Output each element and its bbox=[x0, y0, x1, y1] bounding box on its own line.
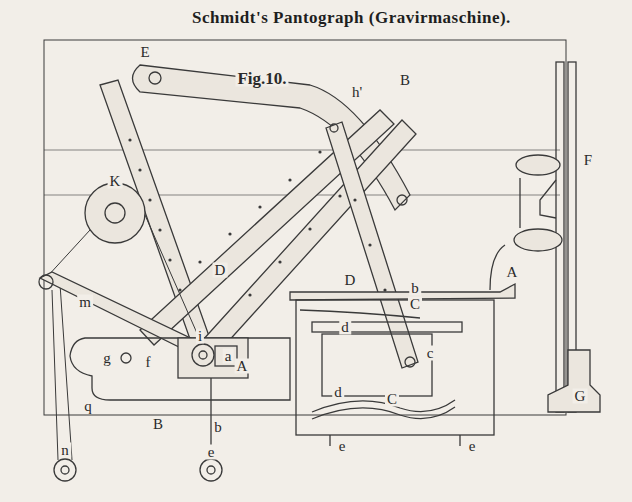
bar bbox=[192, 120, 416, 366]
guide-line bbox=[44, 150, 560, 151]
foot bbox=[459, 435, 460, 446]
part-letter: B bbox=[151, 417, 165, 432]
part-letter: e bbox=[206, 445, 217, 460]
table-plate bbox=[312, 322, 462, 332]
part-letter: c bbox=[425, 346, 436, 361]
pulley-hub bbox=[105, 203, 125, 223]
part-letter: F bbox=[582, 153, 594, 168]
pulley bbox=[54, 459, 76, 481]
table-top bbox=[290, 284, 515, 300]
belt bbox=[60, 284, 72, 460]
part-letter: q bbox=[82, 399, 94, 414]
part-letter: d bbox=[332, 385, 344, 400]
part-letter: n bbox=[59, 443, 71, 458]
part-letter: d bbox=[339, 320, 351, 335]
part-letter: D bbox=[213, 263, 228, 278]
arm bbox=[490, 245, 505, 290]
spool bbox=[516, 155, 560, 175]
part-letter: D bbox=[343, 273, 358, 288]
part-letter: A bbox=[235, 359, 250, 374]
part-letter: h' bbox=[350, 85, 364, 100]
part-letter: A bbox=[505, 265, 520, 280]
part-letter: K bbox=[108, 174, 123, 189]
curve-guide bbox=[300, 310, 420, 318]
part-letter: f bbox=[144, 355, 153, 370]
table-box bbox=[296, 300, 494, 435]
part-letter: G bbox=[573, 389, 588, 404]
spool bbox=[514, 229, 562, 251]
base-plate bbox=[70, 338, 290, 400]
belt bbox=[52, 290, 58, 460]
pivot bbox=[149, 72, 161, 84]
part-letter: e bbox=[467, 439, 478, 454]
bar bbox=[326, 122, 418, 368]
part-letter: E bbox=[138, 45, 151, 60]
figure-number: Fig.10. bbox=[235, 70, 288, 87]
part-letter: C bbox=[408, 297, 422, 312]
spindle bbox=[199, 351, 207, 359]
bracket bbox=[520, 178, 556, 228]
pulley bbox=[200, 459, 222, 481]
pulley bbox=[39, 275, 53, 289]
pulley bbox=[61, 466, 69, 474]
part-letter: b bbox=[409, 281, 421, 296]
belt bbox=[46, 230, 90, 278]
part-letter: B bbox=[398, 73, 412, 88]
part-letter: e bbox=[337, 439, 348, 454]
foot bbox=[329, 435, 330, 446]
pivot bbox=[405, 357, 415, 367]
part-letter: g bbox=[101, 351, 113, 366]
foot-block bbox=[548, 350, 600, 412]
bar bbox=[140, 110, 394, 345]
part-letter: b bbox=[212, 420, 224, 435]
frame bbox=[44, 40, 566, 415]
title: Schmidt's Pantograph (Gravirmaschine). bbox=[192, 8, 511, 28]
part-letter: i bbox=[196, 329, 204, 344]
screw bbox=[121, 353, 131, 363]
part-letter: m bbox=[77, 295, 93, 310]
pivot bbox=[397, 195, 407, 205]
pulley bbox=[85, 183, 145, 243]
spindle bbox=[192, 344, 214, 366]
curve-guide bbox=[312, 407, 455, 419]
bar-holes bbox=[128, 138, 386, 296]
pulley bbox=[207, 466, 215, 474]
part-letter: C bbox=[385, 392, 399, 407]
pivot bbox=[330, 124, 338, 132]
part-letter: a bbox=[223, 349, 234, 364]
